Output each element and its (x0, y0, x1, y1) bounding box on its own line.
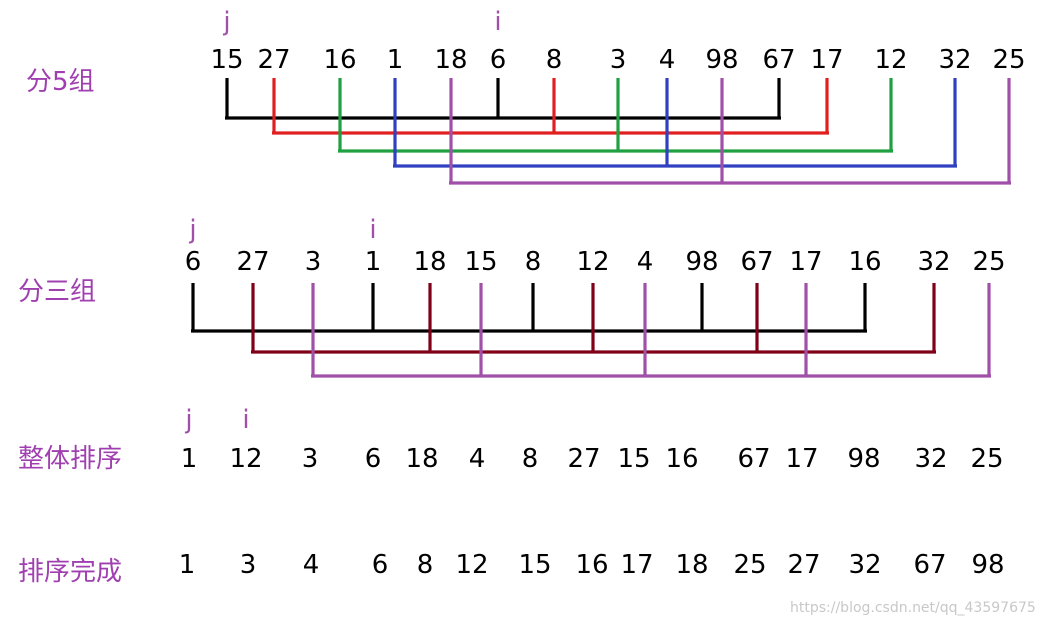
number-cell: 8 (546, 45, 563, 75)
row-label-1: 分5组 (26, 67, 95, 97)
number-cell: 32 (917, 247, 950, 277)
number-cell: 17 (810, 45, 843, 75)
number-cell: 3 (610, 45, 627, 75)
pointer-j: j (222, 7, 230, 37)
number-cell: 16 (323, 45, 356, 75)
group-bracket-red (272, 78, 829, 135)
number-cell: 6 (490, 45, 507, 75)
number-cell: 17 (785, 444, 818, 474)
number-cell: 15 (464, 247, 497, 277)
number-cell: 67 (740, 247, 773, 277)
number-cell: 3 (302, 444, 319, 474)
row-label-2: 分三组 (18, 277, 96, 307)
number-cell: 8 (417, 550, 434, 580)
number-cell: 12 (874, 45, 907, 75)
number-cell: 1 (365, 247, 382, 277)
number-cell: 98 (971, 550, 1004, 580)
number-cell: 17 (789, 247, 822, 277)
number-cell: 32 (848, 550, 881, 580)
number-cell: 32 (914, 444, 947, 474)
pointer-j: j (184, 405, 192, 435)
number-cell: 1 (387, 45, 404, 75)
number-cell: 8 (525, 247, 542, 277)
number-cell: 25 (970, 444, 1003, 474)
number-cell: 6 (185, 247, 202, 277)
number-cell: 18 (434, 45, 467, 75)
pointer-i: i (242, 405, 249, 435)
number-cell: 98 (685, 247, 718, 277)
number-cell: 67 (737, 444, 770, 474)
number-cell: 4 (303, 550, 320, 580)
group-brackets (191, 78, 1011, 378)
number-cell: 3 (240, 550, 257, 580)
number-cell: 16 (665, 444, 698, 474)
group-bracket-black (225, 78, 781, 120)
number-cell: 12 (455, 550, 488, 580)
number-cell: 67 (913, 550, 946, 580)
number-cell: 25 (992, 45, 1025, 75)
pointer-i: i (494, 7, 501, 37)
number-cell: 12 (576, 247, 609, 277)
pointer-markers: j i j i j i (184, 7, 501, 435)
number-cell: 27 (787, 550, 820, 580)
number-cell: 98 (847, 444, 880, 474)
row-label-3: 整体排序 (18, 444, 122, 474)
watermark: https://blog.csdn.net/qq_43597675 (790, 600, 1036, 616)
pointer-j: j (188, 215, 196, 245)
number-cell: 67 (762, 45, 795, 75)
pointer-i: i (369, 215, 376, 245)
row-label-4: 排序完成 (18, 557, 122, 587)
number-cell: 27 (257, 45, 290, 75)
number-cell: 32 (938, 45, 971, 75)
number-cell: 27 (236, 247, 269, 277)
number-cell: 98 (705, 45, 738, 75)
number-cell: 25 (733, 550, 766, 580)
number-cell: 8 (522, 444, 539, 474)
number-cell: 4 (469, 444, 486, 474)
number-cell: 16 (848, 247, 881, 277)
group-bracket-green (338, 78, 893, 153)
group-bracket-blue (393, 78, 957, 168)
number-cell: 17 (620, 550, 653, 580)
number-cell: 27 (567, 444, 600, 474)
group-bracket-darkred (251, 283, 936, 354)
group-bracket-purple (449, 78, 1011, 185)
number-cell: 15 (617, 444, 650, 474)
number-cell: 18 (413, 247, 446, 277)
number-cell: 15 (518, 550, 551, 580)
number-cell: 6 (372, 550, 389, 580)
number-cell: 1 (179, 550, 196, 580)
number-cell: 18 (405, 444, 438, 474)
number-cell: 16 (575, 550, 608, 580)
number-cell: 15 (210, 45, 243, 75)
number-cell: 3 (305, 247, 322, 277)
group-bracket-black (191, 283, 867, 333)
number-cell: 1 (181, 444, 198, 474)
number-cell: 4 (637, 247, 654, 277)
number-cell: 25 (972, 247, 1005, 277)
number-cell: 18 (675, 550, 708, 580)
number-cell: 12 (229, 444, 262, 474)
group-bracket-purple (311, 283, 991, 378)
number-cell: 6 (365, 444, 382, 474)
number-cell: 4 (659, 45, 676, 75)
